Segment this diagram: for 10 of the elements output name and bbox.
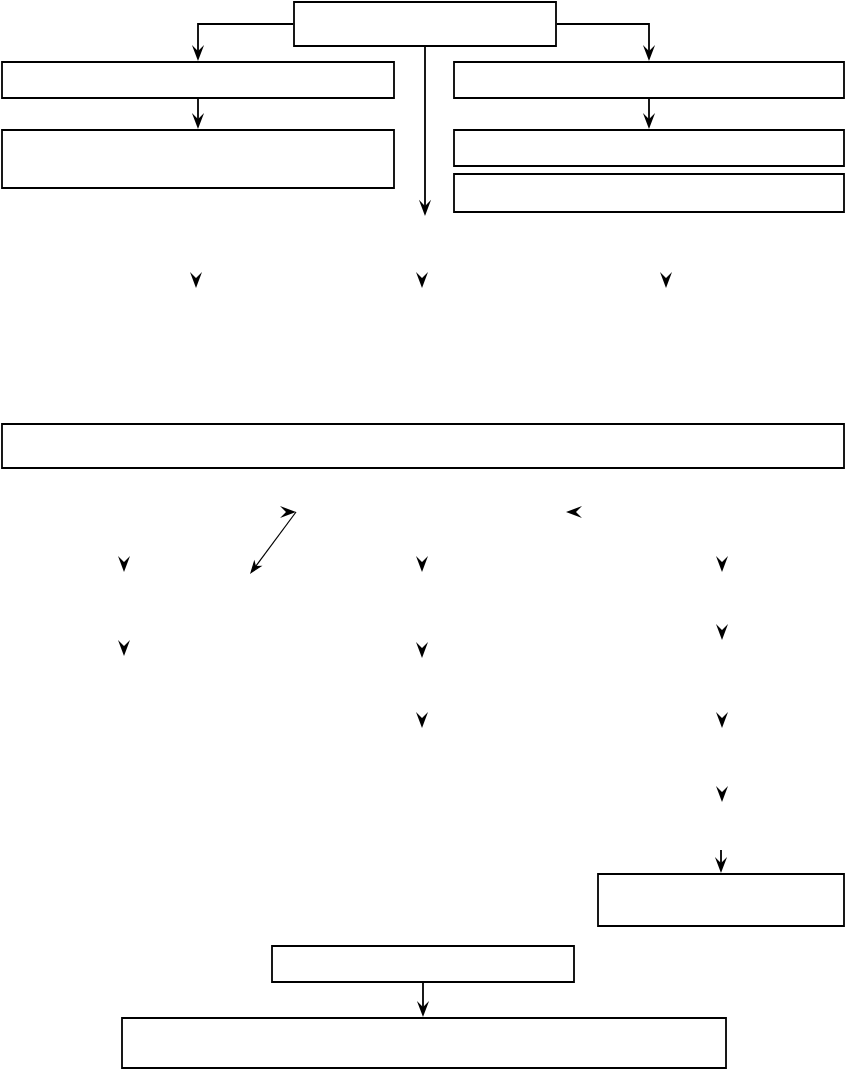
flow-box <box>1 61 395 99</box>
flow-box <box>293 1 557 47</box>
flow-box <box>453 61 845 99</box>
flow-box <box>121 1017 727 1069</box>
flow-box <box>453 173 845 213</box>
flow-box <box>597 873 845 927</box>
flow-box <box>1 129 395 189</box>
flow-box <box>1 423 845 469</box>
flow-box <box>453 129 845 167</box>
flow-box <box>271 945 575 983</box>
